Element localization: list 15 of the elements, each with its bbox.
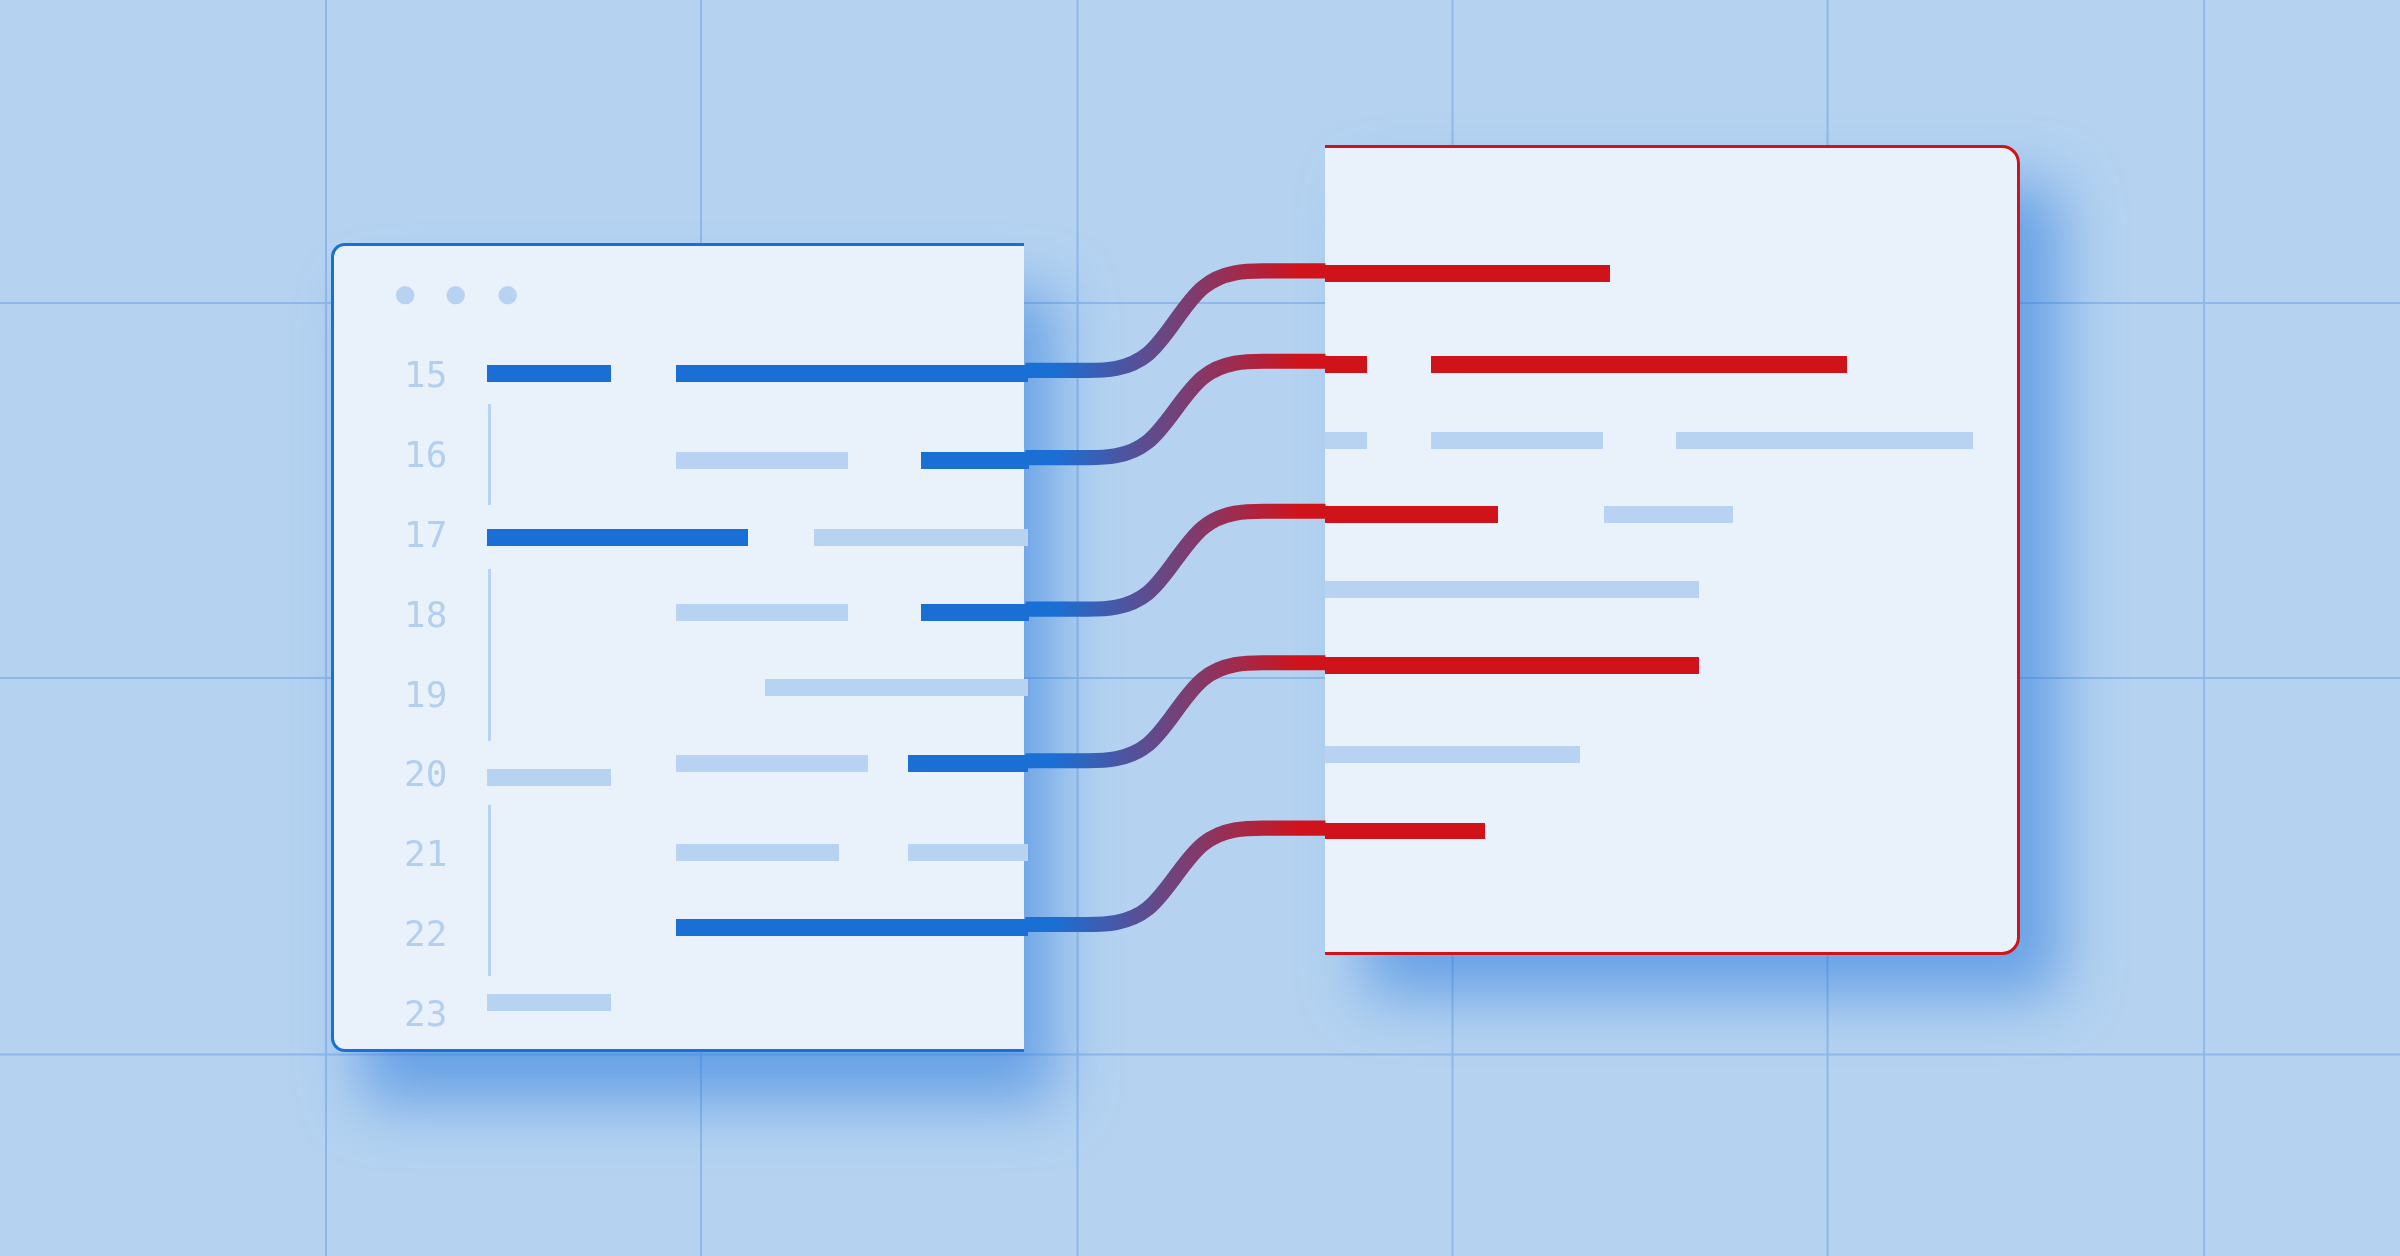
highlighted-code-bar: [1325, 265, 1611, 283]
connector-curve: [1023, 655, 1328, 769]
highlighted-code-bar: [1325, 822, 1485, 840]
highlighted-code-bar: [676, 919, 1029, 936]
highlighted-code-bar: [921, 603, 1029, 621]
highlighted-code-bar: [676, 364, 1029, 382]
highlighted-code-bar: [907, 755, 1029, 773]
highlighted-code-bar: [1325, 505, 1499, 523]
connector-curve: [1023, 503, 1328, 617]
connector-curve: [1023, 820, 1328, 933]
highlighted-code-bar: [921, 452, 1029, 470]
connector-curve: [1023, 353, 1328, 466]
highlighted-code-bar: [1325, 355, 1367, 373]
connector-curve: [1023, 263, 1328, 378]
highlighted-code-bar: [1325, 657, 1699, 675]
